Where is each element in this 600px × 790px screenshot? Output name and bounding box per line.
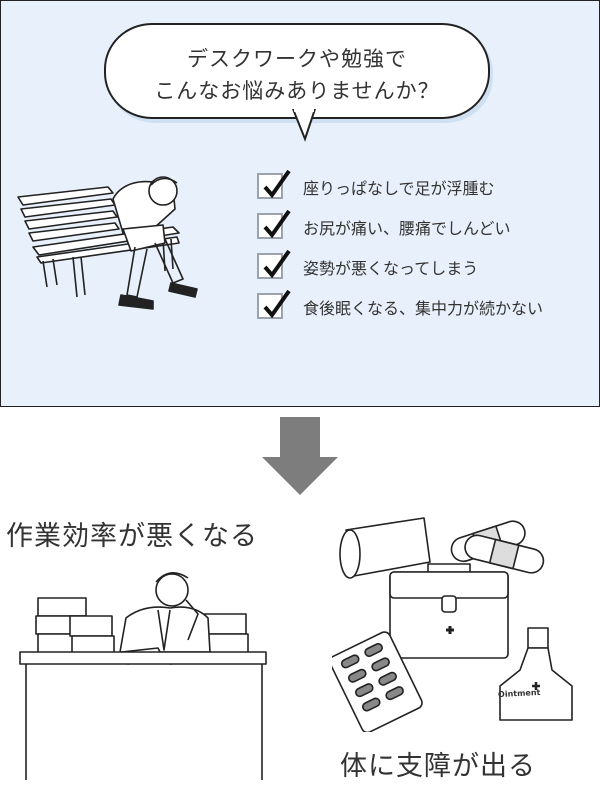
checkbox-icon xyxy=(257,289,291,319)
bubble-line-1: デスクワークや勉強で xyxy=(187,47,407,71)
checkbox-icon xyxy=(257,249,291,279)
checklist-label: お尻が痛い、腰痛でしんどい xyxy=(303,219,511,238)
checkmark-icon xyxy=(263,169,291,199)
tired-man-on-bench-illustration xyxy=(17,176,198,310)
down-arrow-icon xyxy=(262,417,338,495)
checkbox-icon xyxy=(257,169,291,199)
stressed-worker-at-desk-illustration xyxy=(19,572,267,780)
worries-panel: デスクワークや勉強で こんなお悩みありませんか？ xyxy=(0,0,600,407)
medical-supplies-illustration xyxy=(332,517,573,732)
checklist-label: 座りっぱなしで足が浮腫む xyxy=(303,179,495,198)
checkbox-icon xyxy=(257,209,291,239)
checklist-label: 食後眠くなる、集中力が続かない xyxy=(303,299,544,318)
result-efficiency-label: 作業効率が悪くなる xyxy=(6,521,258,552)
speech-bubble-tail xyxy=(292,109,316,142)
checkmark-icon xyxy=(263,249,291,279)
result-health-label: 体に支障が出る xyxy=(340,751,536,782)
checkmark-icon xyxy=(263,289,291,319)
speech-bubble: デスクワークや勉強で こんなお悩みありませんか？ xyxy=(104,23,490,119)
checklist-label: 姿勢が悪くなってしまう xyxy=(303,259,479,278)
bubble-line-2: こんなお悩みありませんか？ xyxy=(154,79,440,103)
checkmark-icon xyxy=(263,209,291,239)
